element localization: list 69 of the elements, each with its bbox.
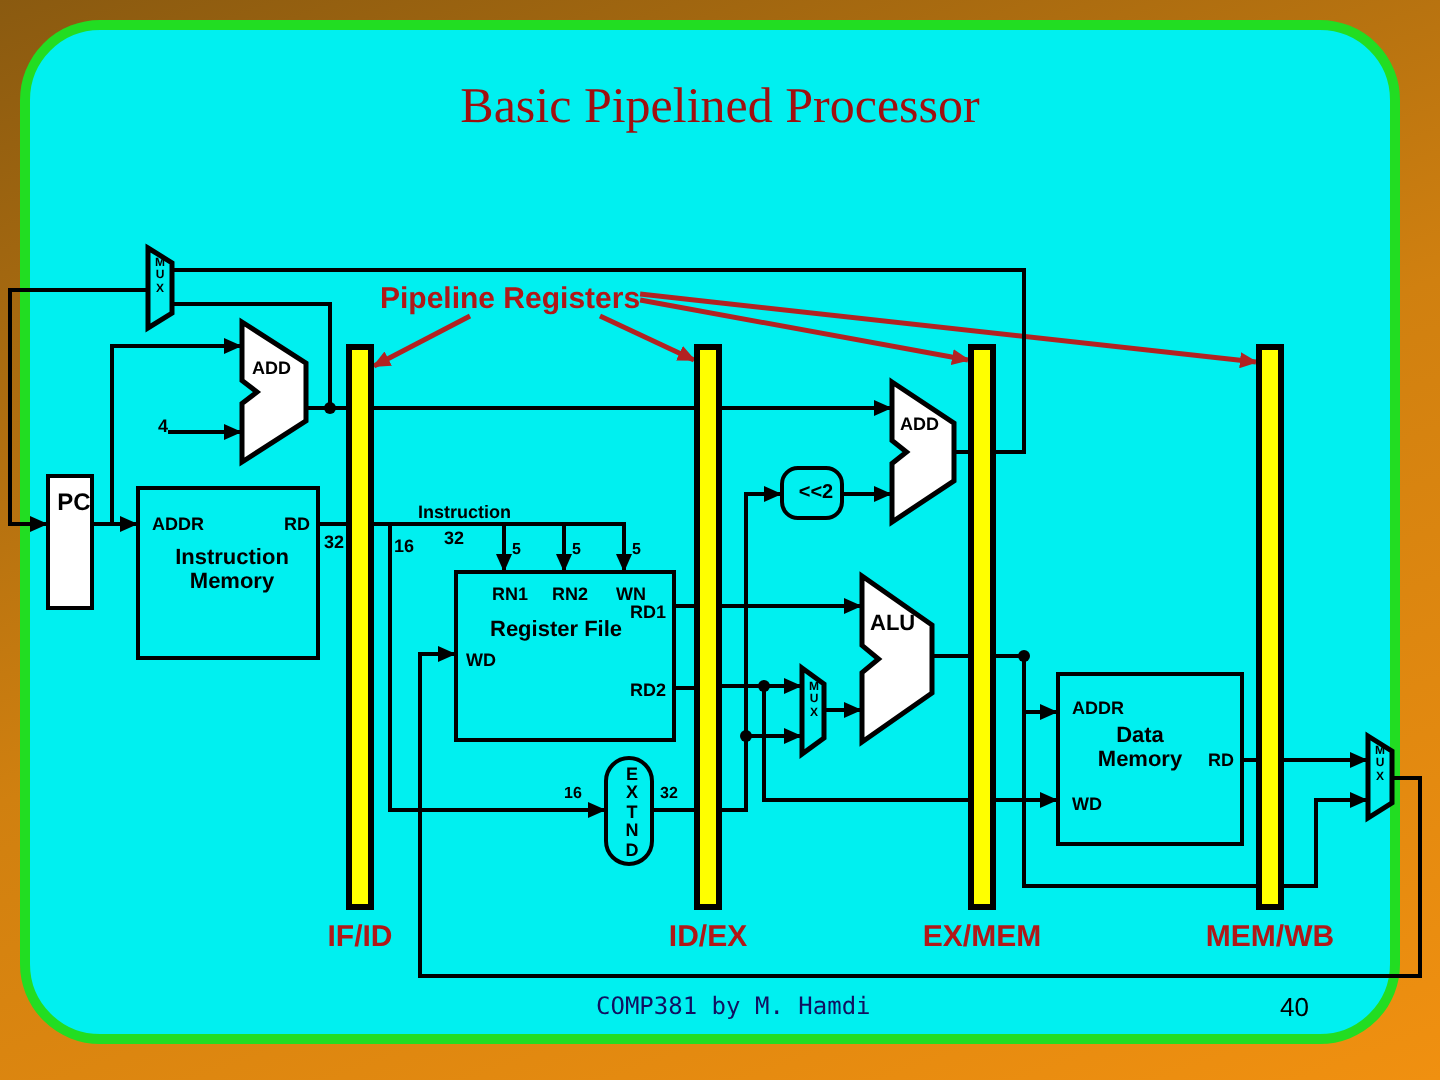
page-number: 40	[1280, 992, 1309, 1022]
bit-width-label: Instruction	[418, 502, 511, 522]
memory-box	[136, 486, 320, 660]
bit-width-label: 5	[512, 540, 521, 558]
wire	[174, 268, 1026, 454]
wire	[676, 686, 694, 690]
constant-label: 4	[158, 416, 169, 436]
port-label: RN1	[492, 586, 529, 605]
port-label: RD1	[630, 604, 667, 623]
wire	[934, 654, 968, 658]
arrow	[94, 338, 242, 526]
port-label: WD	[1072, 796, 1102, 815]
wire	[676, 604, 694, 608]
sign-extend-unit	[604, 756, 654, 866]
wire	[956, 450, 968, 454]
component-label: E X T N D	[624, 766, 640, 861]
wire	[374, 406, 694, 410]
bit-width-label: 5	[632, 540, 641, 558]
component-label: ALU	[870, 614, 916, 638]
bit-width-label: 32	[660, 784, 678, 802]
arrow	[1284, 792, 1368, 888]
callout-text: Pipeline Registers	[380, 282, 641, 316]
memory-box	[1056, 672, 1244, 846]
register-name: MEM/WB	[1205, 920, 1335, 954]
leader-arrow	[372, 313, 472, 369]
port-label: ADDR	[152, 516, 204, 535]
arrow	[1284, 752, 1368, 768]
arrow	[722, 400, 892, 416]
port-label: RD	[1208, 752, 1234, 771]
port-label: RD2	[630, 682, 667, 701]
arrow	[168, 424, 242, 440]
component-label: <<2	[796, 484, 836, 505]
register-name: ID/EX	[668, 920, 748, 954]
footer-text: COMP381 by M. Hamdi	[596, 992, 871, 1020]
component-label: ADD	[252, 360, 291, 379]
component-label: Data Memory	[1095, 726, 1185, 773]
arrow	[844, 486, 892, 502]
register-name: EX/MEM	[922, 920, 1042, 954]
port-label: ADDR	[1072, 700, 1124, 719]
arrow	[826, 702, 862, 718]
wire	[654, 808, 694, 812]
register-file-box	[454, 570, 676, 742]
port-label: RN2	[552, 586, 589, 605]
leader-arrow	[639, 297, 970, 365]
port-label: WD	[466, 652, 496, 671]
port-label: WN	[616, 586, 646, 605]
leader-arrow	[598, 313, 696, 363]
register-box	[46, 474, 94, 610]
component-label: Register File	[490, 620, 623, 644]
leader-arrow	[639, 291, 1258, 369]
bit-width-label: 16	[564, 784, 582, 802]
arrow	[374, 522, 606, 818]
shift-unit	[780, 466, 844, 520]
component-label: PC	[55, 490, 93, 516]
bit-width-label: 16	[394, 536, 415, 556]
arrow	[722, 598, 862, 614]
component-label: ADD	[900, 416, 939, 435]
component-label: Instruction Memory	[173, 548, 291, 595]
wire	[320, 522, 346, 526]
arrow	[418, 646, 1422, 978]
bit-width-label: 32	[324, 532, 345, 552]
port-label: RD	[284, 516, 310, 535]
slide-title: Basic Pipelined Processor	[458, 80, 982, 136]
bit-width-label: 5	[572, 540, 581, 558]
arrow	[996, 792, 1058, 808]
bit-width-label: 32	[444, 528, 465, 548]
register-name: IF/ID	[327, 920, 393, 954]
arrow	[8, 288, 146, 532]
wire	[1244, 758, 1256, 762]
